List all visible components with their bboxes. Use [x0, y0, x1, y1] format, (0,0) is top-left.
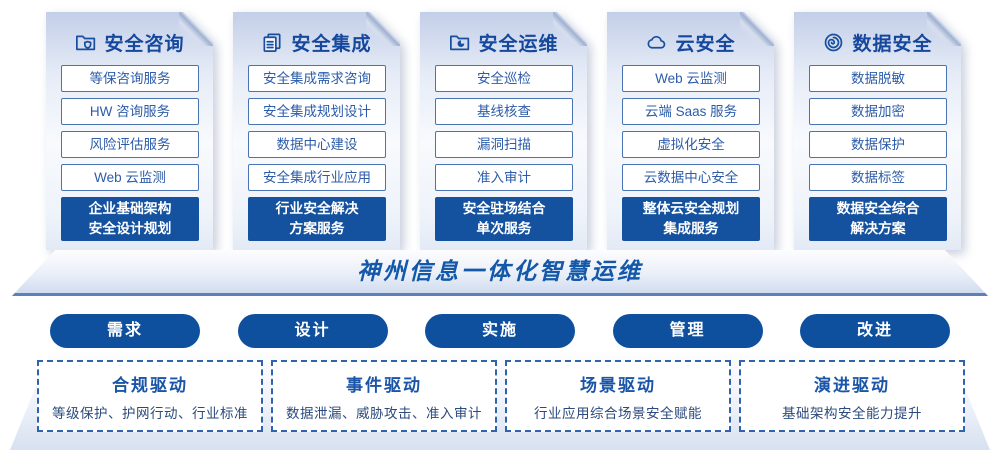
- card-items: 安全巡检 基线核查 漏洞扫描 准入审计: [420, 56, 587, 191]
- card-header: 安全运维: [420, 12, 587, 56]
- card-title: 云安全: [675, 33, 736, 55]
- service-item: Web 云监测: [622, 65, 760, 92]
- card-security-integration: 安全集成 安全集成需求咨询 安全集成规划设计 数据中心建设 安全集成行业应用 行…: [233, 12, 400, 250]
- phase-pills: 需求 设计 实施 管理 改进: [0, 314, 950, 348]
- driver-desc: 基础架构安全能力提升: [782, 406, 922, 421]
- driver-title: 合规驱动: [112, 376, 188, 395]
- driver-box-incident: 事件驱动 数据泄漏、威胁攻击、准入审计: [271, 360, 497, 432]
- service-item: 数据标签: [809, 164, 947, 191]
- banner-title: 神州信息一体化智慧运维: [357, 258, 643, 284]
- service-item: 等保咨询服务: [61, 65, 199, 92]
- card-title: 安全集成: [291, 33, 372, 55]
- card-header: 数据安全: [794, 12, 961, 56]
- service-item: 云数据中心安全: [622, 164, 760, 191]
- card-title: 安全运维: [478, 33, 559, 55]
- service-item: 虚拟化安全: [622, 131, 760, 158]
- service-item: 数据加密: [809, 98, 947, 125]
- card-title: 安全咨询: [104, 33, 185, 55]
- highlight-service: 企业基础架构 安全设计规划: [61, 197, 199, 241]
- highlight-service: 数据安全综合 解决方案: [809, 197, 947, 241]
- driver-title: 事件驱动: [346, 376, 422, 395]
- card-security-consulting: 安全咨询 等保咨询服务 HW 咨询服务 风险评估服务 Web 云监测 企业基础架…: [46, 12, 213, 250]
- card-cloud-security: 云安全 Web 云监测 云端 Saas 服务 虚拟化安全 云数据中心安全 整体云…: [607, 12, 774, 250]
- phase-pill: 设计: [237, 314, 388, 348]
- driver-title: 演进驱动: [814, 376, 890, 395]
- phase-pill: 改进: [800, 314, 950, 348]
- highlight-line: 行业安全解决: [275, 201, 359, 217]
- service-item: 云端 Saas 服务: [622, 98, 760, 125]
- driver-desc: 等级保护、护网行动、行业标准: [52, 406, 248, 421]
- folder-chart-icon: [448, 31, 471, 54]
- card-items: Web 云监测 云端 Saas 服务 虚拟化安全 云数据中心安全: [607, 56, 774, 191]
- card-items: 数据脱敏 数据加密 数据保护 数据标签: [794, 56, 961, 191]
- card-header: 安全集成: [233, 12, 400, 56]
- driver-title: 场景驱动: [580, 376, 656, 395]
- highlight-service: 安全驻场结合 单次服务: [435, 197, 573, 241]
- driver-box-compliance: 合规驱动 等级保护、护网行动、行业标准: [37, 360, 263, 432]
- highlight-line: 安全设计规划: [88, 221, 172, 236]
- stacked-docs-icon: [261, 31, 284, 54]
- card-title: 数据安全: [852, 33, 933, 55]
- highlight-line: 企业基础架构: [88, 201, 172, 217]
- highlight-line: 方案服务: [289, 221, 345, 236]
- banner-platform: 神州信息一体化智慧运维: [12, 250, 988, 296]
- highlight-line: 数据安全综合: [836, 201, 920, 217]
- phase-pill: 管理: [612, 314, 763, 348]
- service-item: 安全集成行业应用: [248, 164, 386, 191]
- highlight-service: 整体云安全规划 集成服务: [622, 197, 760, 241]
- driver-desc: 行业应用综合场景安全赋能: [534, 406, 702, 421]
- phase-pill: 需求: [50, 314, 200, 348]
- service-item: HW 咨询服务: [61, 98, 199, 125]
- highlight-service: 行业安全解决 方案服务: [248, 197, 386, 241]
- highlight-line: 集成服务: [663, 221, 719, 236]
- service-item: 安全巡检: [435, 65, 573, 92]
- card-items: 等保咨询服务 HW 咨询服务 风险评估服务 Web 云监测: [46, 56, 213, 191]
- highlight-line: 解决方案: [850, 221, 906, 236]
- service-item: 数据脱敏: [809, 65, 947, 92]
- highlight-line: 单次服务: [476, 221, 532, 236]
- phase-pill: 实施: [425, 314, 575, 348]
- card-security-operations: 安全运维 安全巡检 基线核查 漏洞扫描 准入审计 安全驻场结合 单次服务: [420, 12, 587, 250]
- service-item: 漏洞扫描: [435, 131, 573, 158]
- data-spiral-icon: [822, 31, 845, 54]
- driver-boxes: 合规驱动 等级保护、护网行动、行业标准 事件驱动 数据泄漏、威胁攻击、准入审计 …: [0, 360, 965, 432]
- card-header: 安全咨询: [46, 12, 213, 56]
- service-item: 基线核查: [435, 98, 573, 125]
- highlight-line: 安全驻场结合: [462, 201, 546, 217]
- highlight-line: 整体云安全规划: [642, 201, 740, 217]
- card-items: 安全集成需求咨询 安全集成规划设计 数据中心建设 安全集成行业应用: [233, 56, 400, 191]
- service-item: 准入审计: [435, 164, 573, 191]
- card-header: 云安全: [607, 12, 774, 56]
- service-item: Web 云监测: [61, 164, 199, 191]
- service-item: 安全集成需求咨询: [248, 65, 386, 92]
- driver-box-scenario: 场景驱动 行业应用综合场景安全赋能: [505, 360, 731, 432]
- cloud-icon: [645, 31, 668, 54]
- driver-box-evolution: 演进驱动 基础架构安全能力提升: [739, 360, 965, 432]
- service-item: 数据保护: [809, 131, 947, 158]
- service-item: 安全集成规划设计: [248, 98, 386, 125]
- card-data-security: 数据安全 数据脱敏 数据加密 数据保护 数据标签 数据安全综合 解决方案: [794, 12, 961, 250]
- service-columns: 安全咨询 等保咨询服务 HW 咨询服务 风险评估服务 Web 云监测 企业基础架…: [0, 12, 961, 250]
- service-item: 风险评估服务: [61, 131, 199, 158]
- folder-shield-icon: [74, 31, 97, 54]
- driver-desc: 数据泄漏、威胁攻击、准入审计: [286, 406, 482, 421]
- service-item: 数据中心建设: [248, 131, 386, 158]
